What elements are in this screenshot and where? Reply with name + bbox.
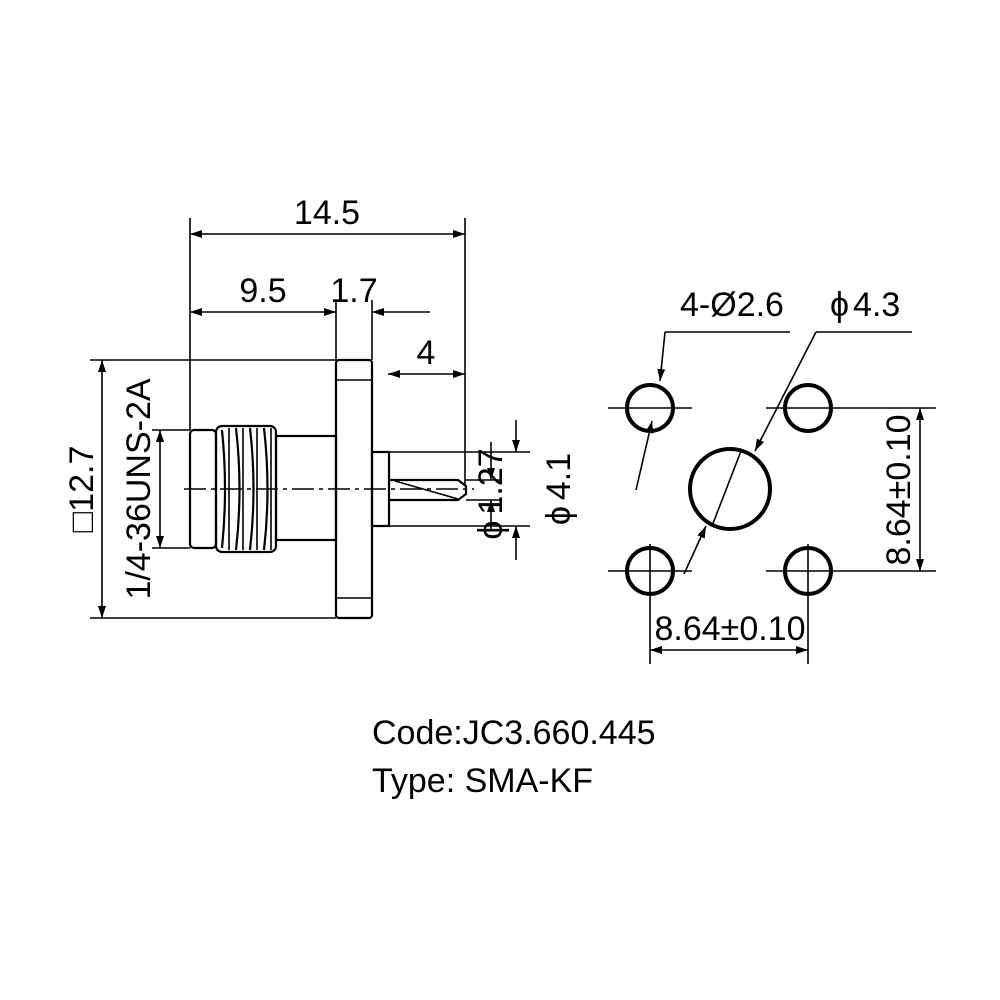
diameter-symbol: Ø xyxy=(710,286,736,324)
dim-thread-spec: 1/4-36UNS-2A xyxy=(120,378,158,599)
svg-text:ϕ1.27: ϕ 1.27 xyxy=(472,448,510,539)
dim-insulator-diameter: 4.1 xyxy=(540,453,578,500)
connector-shank xyxy=(274,434,338,542)
dim-thread-length: 9.5 xyxy=(239,272,286,310)
diameter-symbol: ϕ xyxy=(540,506,578,525)
dim-mount-holes-count: 4- xyxy=(680,286,710,324)
svg-text:□12.7: □12.7 xyxy=(63,446,101,533)
part-type: Type: SMA-KF xyxy=(372,762,594,800)
part-code: Code:JC3.660.445 xyxy=(372,714,656,752)
leader-center-hole xyxy=(754,331,817,452)
diameter-symbol: ϕ xyxy=(472,521,510,540)
dim-pin-diameter-group: ϕ 1.27 xyxy=(472,448,510,539)
contact-pin xyxy=(389,478,468,502)
dim-insulator-diameter-group: ϕ 4.1 xyxy=(540,453,578,525)
dim-center-hole: 4.3 xyxy=(853,286,900,324)
side-view: 14.5 9.5 1.7 4 □12.7 1/4-36UNS-2A ϕ1.27 … xyxy=(63,194,578,620)
dim-mount-holes-label: 4-Ø2.6 xyxy=(680,286,784,324)
dim-spacing-vertical: 8.64±0.10 xyxy=(880,414,918,565)
dim-flange-thickness: 1.7 xyxy=(330,272,377,310)
dim-overall-length: 14.5 xyxy=(294,194,360,232)
dim-pin-diameter: 1.27 xyxy=(472,448,510,514)
square-symbol: □ xyxy=(63,511,101,532)
dim-mount-hole-size: 2.6 xyxy=(737,286,784,324)
dim-pin-length: 4 xyxy=(417,334,436,372)
dim-flange-square: 12.7 xyxy=(63,446,101,512)
leader-mount-hole xyxy=(657,331,666,382)
svg-text:ϕ4.1: ϕ 4.1 xyxy=(540,453,578,525)
center-hole xyxy=(688,447,772,531)
diameter-symbol: ϕ xyxy=(830,286,849,324)
dim-spacing-horizontal: 8.64±0.10 xyxy=(654,610,805,648)
dim-flange-square-group: □12.7 xyxy=(63,446,101,533)
